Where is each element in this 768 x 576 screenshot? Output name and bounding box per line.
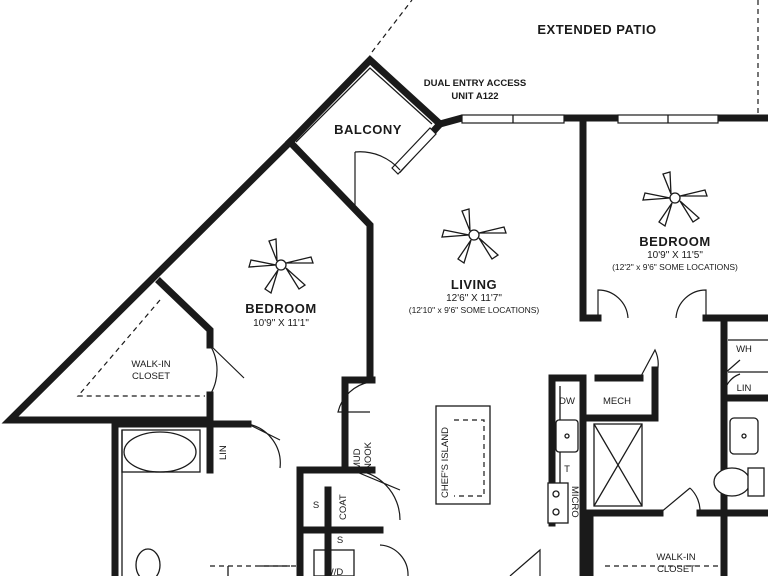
shower xyxy=(593,423,643,507)
bedroom-left-title: BEDROOM xyxy=(245,301,316,316)
living-alt-size: (12'10" x 9'6" SOME LOCATIONS) xyxy=(409,305,540,315)
living-size: 12'6" X 11'7" xyxy=(446,293,502,304)
balcony-label: BALCONY xyxy=(334,122,402,137)
balcony-rail xyxy=(295,67,433,143)
closet-left-shelf xyxy=(76,299,205,397)
water-heater-label: WH xyxy=(736,344,752,355)
bedroom-right-alt-size: (12'2" x 9'6" SOME LOCATIONS) xyxy=(612,262,738,272)
entry-note-line2: UNIT A122 xyxy=(451,91,498,102)
bedroom-right-size: 10'9" X 11'5" xyxy=(647,250,703,261)
ceiling-fan-right-bedroom xyxy=(642,171,708,228)
extended-patio-label: EXTENDED PATIO xyxy=(537,22,656,37)
mud-nook-label-line2: NOOK xyxy=(363,441,374,470)
toilet-left xyxy=(135,548,161,576)
shelf-label-1: S xyxy=(313,500,319,511)
bedroom-right-title: BEDROOM xyxy=(639,234,710,249)
living-title: LIVING xyxy=(451,277,497,292)
linen-right-label: LIN xyxy=(737,383,752,394)
walk-in-closet-left-line2: CLOSET xyxy=(132,371,170,382)
washer-dryer-box xyxy=(313,549,355,576)
micro-label: MICRO xyxy=(569,486,580,518)
balcony-door-window xyxy=(391,127,437,175)
doors xyxy=(209,151,741,576)
walk-in-closet-left-line1: WALK-IN xyxy=(131,359,170,370)
bathtub xyxy=(123,431,197,473)
patio-boundary-left xyxy=(371,0,413,53)
entry-note-line1: DUAL ENTRY ACCESS xyxy=(424,78,526,89)
mud-nook-label-line1: MUD xyxy=(352,448,363,470)
dishwasher-label: DW xyxy=(559,396,575,407)
bedroom-left-size: 10'9" X 11'1" xyxy=(253,318,309,329)
trash-label: T xyxy=(564,464,570,475)
ceiling-fan-left-bedroom xyxy=(248,238,314,295)
linen-box xyxy=(728,339,768,373)
ceiling-fan-living xyxy=(441,208,507,265)
toilet-right xyxy=(713,467,751,497)
mech-label: MECH xyxy=(603,396,631,407)
chefs-island-label: CHEF'S ISLAND xyxy=(440,427,451,498)
walk-in-closet-right-line1: WALK-IN xyxy=(656,552,695,563)
range xyxy=(547,482,569,524)
coat-label: COAT xyxy=(338,494,349,520)
linen-left-label: LIN xyxy=(218,445,229,460)
shelf-label-2: S xyxy=(337,535,343,546)
walk-in-closet-right-line2: CLOSET xyxy=(657,564,695,575)
chefs-island-counter xyxy=(435,405,491,505)
walls xyxy=(1,55,768,576)
washer-dryer-label: W/D xyxy=(325,567,344,576)
